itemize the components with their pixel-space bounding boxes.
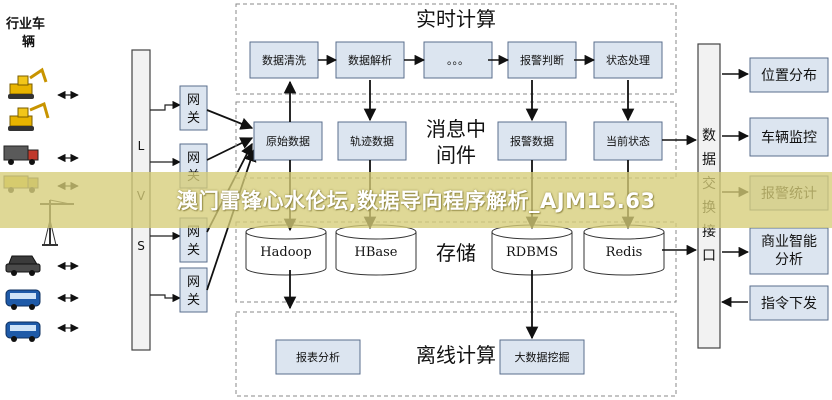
database-cylinder: Hadoop [245, 224, 327, 276]
realtime-container [235, 3, 677, 95]
middleware-label: 当前状态 [606, 134, 650, 148]
realtime-box: 数据清洗 [249, 41, 319, 79]
middleware-label: 原始数据 [266, 134, 310, 148]
database-cylinder: RDBMS [491, 224, 573, 276]
gateway-box: 网关 [179, 85, 208, 131]
excavator-icon [8, 67, 48, 99]
car-icon [5, 255, 41, 276]
database-cylinder: HBase [335, 224, 417, 276]
output-box: 商业智能分析 [749, 227, 829, 275]
realtime-title: 实时计算 [416, 7, 496, 31]
realtime-box: 。。。 [423, 41, 493, 79]
database-label: Hadoop [260, 245, 311, 260]
database-label: RDBMS [506, 245, 558, 260]
output-label: 指令下发 [761, 296, 817, 312]
output-label: 商业智能分析 [761, 234, 817, 268]
output-label: 位置分布 [761, 68, 817, 84]
watermark-banner: 澳门雷锋心水伦坛,数据导向程序解析_AJM15.63 [0, 172, 832, 228]
offline-title: 离线计算 [416, 343, 496, 367]
bus-icon [5, 289, 41, 310]
offline-label: 大数据挖掘 [515, 350, 570, 364]
realtime-box: 数据解析 [335, 41, 405, 79]
middleware-box: 原始数据 [253, 121, 323, 161]
offline-boxes: 报表分析 大数据挖掘 [275, 339, 585, 375]
vehicles-title-line2: 辆 [22, 34, 35, 50]
middleware-box: 报警数据 [497, 121, 567, 161]
middleware-title-line2: 间件 [436, 143, 476, 167]
output-box: 位置分布 [749, 57, 829, 93]
lvs-gateway-arrows [150, 100, 181, 303]
offline-box: 报表分析 [275, 339, 361, 375]
gateway-label: 网关 [187, 225, 200, 258]
offline-box: 大数据挖掘 [499, 339, 585, 375]
output-box: 车辆监控 [749, 117, 829, 157]
offline-label: 报表分析 [296, 350, 340, 364]
storage-title: 存储 [436, 241, 476, 265]
truck-icon [3, 145, 39, 165]
realtime-box: 报警判断 [507, 41, 577, 79]
vehicles-title-line1: 行业车 [5, 16, 45, 32]
middleware-box: 当前状态 [593, 121, 663, 161]
gateway-label: 网关 [187, 275, 200, 308]
realtime-label: 。。。 [447, 54, 469, 67]
database-cylinder: Redis [583, 224, 665, 276]
middleware-label: 轨迹数据 [350, 134, 394, 148]
offline-container [235, 311, 677, 397]
storage-databases: Hadoop HBase RDBMS Redis [245, 224, 665, 276]
output-label: 车辆监控 [761, 129, 817, 146]
interface-arrows [662, 134, 698, 256]
excavator-icon [8, 101, 50, 131]
realtime-label: 数据清洗 [262, 53, 306, 67]
realtime-boxes: 数据清洗 数据解析 。。。 报警判断 状态处理 [249, 41, 663, 79]
database-label: HBase [354, 245, 397, 260]
realtime-label: 状态处理 [606, 53, 650, 67]
output-box: 指令下发 [749, 285, 829, 321]
banner-text: 澳门雷锋心水伦坛,数据导向程序解析_AJM15.63 [176, 189, 656, 213]
middleware-label: 报警数据 [510, 134, 554, 148]
realtime-box: 状态处理 [593, 41, 663, 79]
gateway-label: 网关 [187, 93, 200, 126]
middleware-title-line1: 消息中 [426, 117, 486, 141]
middleware-box: 轨迹数据 [337, 121, 407, 161]
bus-icon [5, 321, 41, 342]
middleware-boxes: 原始数据 轨迹数据 报警数据 当前状态 [253, 121, 663, 161]
gateway-box: 网关 [179, 267, 208, 313]
realtime-label: 报警判断 [520, 53, 564, 67]
realtime-label: 数据解析 [348, 53, 392, 67]
database-label: Redis [606, 245, 643, 260]
